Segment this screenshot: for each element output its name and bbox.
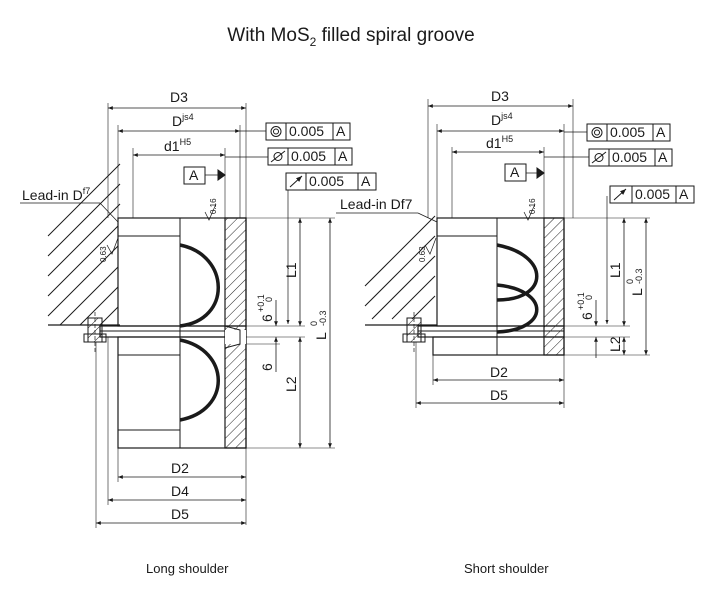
left-tol-run-datum: A [361, 173, 371, 189]
right-L-label: L [629, 288, 645, 296]
right-drawing [336, 99, 650, 408]
left-D4-label: D4 [171, 483, 189, 499]
right-L-tol-lo: -0.3 [634, 268, 644, 284]
left-6-tol-lo: 0 [264, 297, 274, 302]
left-D3-label: D3 [170, 89, 188, 105]
left-drawing [20, 103, 335, 528]
right-d1-label: d1H5 [486, 134, 513, 151]
right-tol-conc: 0.005 [610, 124, 645, 140]
left-6b-label: 6 [259, 363, 275, 371]
right-D-label: Djs4 [491, 111, 513, 128]
right-6-tol-up: +0.1 [576, 292, 586, 310]
right-L1-label: L1 [607, 262, 623, 278]
right-D5-label: D5 [490, 387, 508, 403]
left-D2-label: D2 [171, 460, 189, 476]
right-L-tol-up: 0 [625, 279, 635, 284]
left-L1-label: L1 [283, 262, 299, 278]
left-d1-label: d1H5 [164, 137, 191, 154]
left-L-label: L [313, 332, 329, 340]
right-datum-A: A [510, 164, 520, 180]
left-rough-2: 0.63 [99, 246, 108, 262]
right-L2-label: L2 [607, 336, 623, 352]
right-rough-2: 0.63 [418, 246, 427, 262]
right-6-label: 6 [579, 312, 595, 320]
left-6-tol-up: +0.1 [256, 294, 266, 312]
caption-short-shoulder: Short shoulder [464, 561, 549, 576]
left-L-tol-lo: -0.3 [318, 310, 328, 326]
left-tol-cyl: 0.005 [291, 148, 326, 164]
left-leadin-label: Lead-in Df7 [22, 186, 90, 203]
left-rough-1: 0.16 [209, 198, 218, 214]
housing-hatch-right [364, 215, 436, 320]
right-D2-label: D2 [490, 364, 508, 380]
right-tol-run-datum: A [679, 186, 689, 202]
right-tol-run: 0.005 [635, 186, 670, 202]
left-tol-conc: 0.005 [289, 123, 324, 139]
left-tol-conc-datum: A [336, 123, 346, 139]
left-6-label: 6 [259, 314, 275, 322]
right-rough-1: 0.16 [528, 198, 537, 214]
left-L-tol-up: 0 [309, 321, 319, 326]
right-6-tol-lo: 0 [584, 295, 594, 300]
right-tol-frames [504, 123, 695, 204]
diagram-title: With MoS2 filled spiral groove [227, 25, 475, 49]
left-tol-cyl-datum: A [338, 148, 348, 164]
left-tol-run: 0.005 [309, 173, 344, 189]
left-D5-label: D5 [171, 506, 189, 522]
caption-long-shoulder: Long shoulder [146, 561, 229, 576]
left-tol-frames [183, 122, 377, 191]
left-datum-A: A [189, 167, 199, 183]
left-L2-label: L2 [283, 376, 299, 392]
right-tol-cyl: 0.005 [612, 149, 647, 165]
right-tol-conc-datum: A [656, 124, 666, 140]
right-tol-cyl-datum: A [658, 149, 668, 165]
right-leadin-label: Lead-in Df7 [340, 196, 413, 212]
right-D3-label: D3 [491, 88, 509, 104]
left-D-label: Djs4 [172, 112, 194, 129]
